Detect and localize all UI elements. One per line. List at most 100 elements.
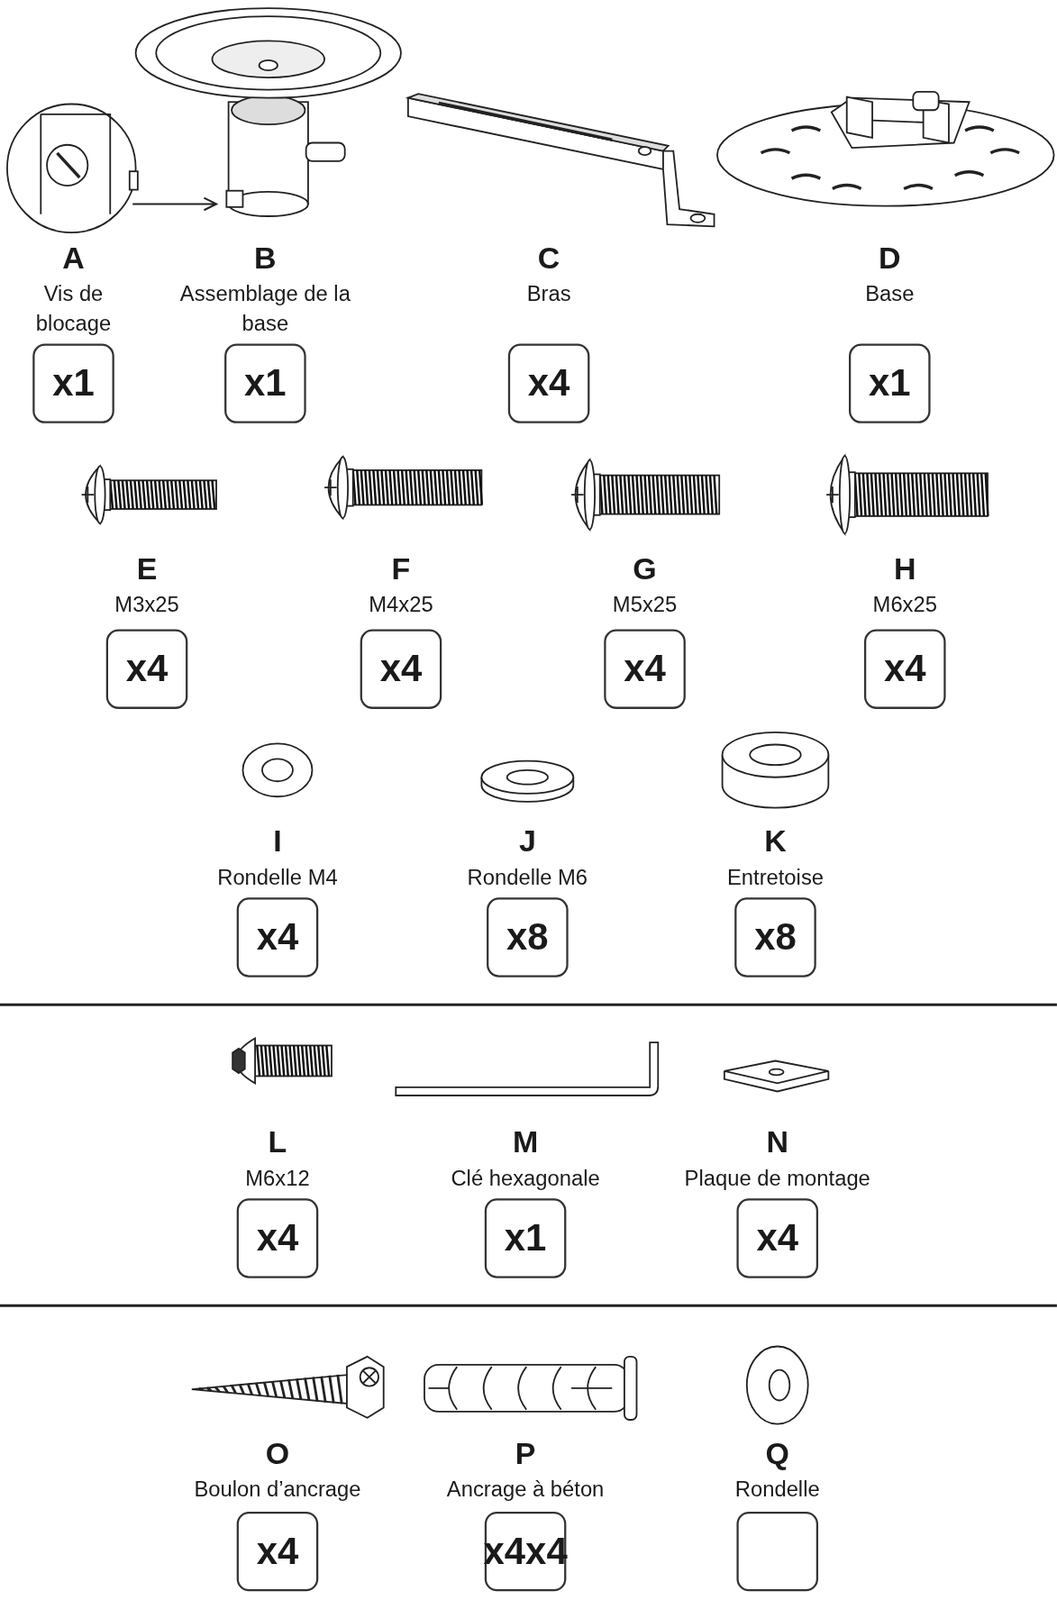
- disc-hub: [211, 40, 325, 78]
- quantity-box: x4: [236, 1512, 319, 1592]
- part-letter: A: [0, 241, 196, 274]
- quantity-box: x4: [106, 629, 189, 710]
- screw-cross: [826, 486, 839, 503]
- arm-top: [408, 93, 669, 151]
- bolt-head-cross: [363, 1371, 376, 1385]
- part-entry: LM6x12x4: [154, 1126, 401, 1290]
- quantity-box: x4: [236, 897, 319, 977]
- arm-bar: [408, 98, 664, 170]
- quantity-text: x4: [623, 647, 666, 692]
- part-letter: E: [24, 553, 270, 586]
- part-letter: D: [766, 241, 1012, 274]
- spacer-hole: [749, 745, 802, 766]
- plate-top: [724, 1060, 829, 1084]
- part-entry: FM4x25x4: [278, 553, 524, 717]
- screw-head-rim: [839, 455, 850, 534]
- quantity-box: x4: [603, 629, 686, 710]
- part-entry: M Clé hexagonale x1: [402, 1126, 648, 1290]
- plate-hole: [769, 1069, 784, 1076]
- part-name: M5x25: [532, 589, 757, 620]
- part-letter: M: [402, 1126, 648, 1159]
- washer-outer: [481, 761, 574, 794]
- part-name: Entretoise: [657, 862, 893, 893]
- base-slot: [792, 127, 821, 131]
- part-letter: B: [143, 241, 389, 274]
- thread-body: [853, 473, 988, 517]
- part-entry: DBasex1: [766, 241, 1012, 405]
- quantity-box: [736, 1512, 819, 1592]
- part-entry: IRondelle M4x4: [154, 825, 401, 989]
- part-entry: KEntretoisex8: [653, 825, 899, 989]
- quantity-text: x4: [126, 647, 169, 692]
- bolt-hex-head: [346, 1357, 384, 1419]
- part-name: Rondelle: [655, 1474, 901, 1504]
- anchor-ribs: [428, 1366, 613, 1411]
- part-letter: P: [402, 1437, 648, 1470]
- quantity-text: x8: [754, 916, 797, 960]
- hex-socket: [232, 1048, 246, 1074]
- washer: [747, 1347, 809, 1425]
- quantity-text: x4: [256, 1530, 300, 1574]
- quantity-text: x4: [256, 1217, 300, 1261]
- disc-ring: [155, 16, 381, 91]
- thread-lines: [109, 480, 215, 510]
- part-letter: L: [154, 1126, 401, 1159]
- quantity-box: x8: [734, 897, 817, 977]
- thread-body: [255, 1046, 332, 1077]
- body-top: [231, 95, 306, 125]
- part-name: Clé hexagonale: [408, 1163, 643, 1194]
- quantity-text: x4: [256, 916, 300, 960]
- part-name: Plaque de montage: [655, 1163, 901, 1194]
- bolt-head-top: [360, 1367, 379, 1386]
- top-disc: [136, 8, 401, 99]
- part-name: Boulon d’ancrage: [154, 1474, 401, 1504]
- part-name: M3x25: [34, 589, 259, 620]
- arm-bolt: [638, 146, 652, 155]
- anchor-bolt: [191, 1357, 384, 1419]
- part-letter: G: [522, 553, 768, 586]
- hex-key: [395, 1042, 658, 1096]
- quantity-box: x1: [484, 1198, 567, 1278]
- part-entry: JRondelle M6x8: [404, 825, 650, 989]
- spacer: [722, 732, 830, 809]
- screw-cross: [324, 479, 338, 496]
- thread-body: [108, 480, 217, 510]
- disc-bolt: [259, 60, 278, 71]
- part-letter: H: [782, 553, 1028, 586]
- quantity-text: x8: [506, 916, 549, 960]
- part-entry: B Assemblage de la base x1: [143, 241, 389, 405]
- part-letter: O: [154, 1437, 401, 1470]
- washer-outer: [242, 743, 312, 797]
- quantity-text: x4: [380, 647, 423, 692]
- washer-outer: [747, 1347, 809, 1425]
- tab: [129, 171, 138, 190]
- concrete-anchor: [424, 1357, 637, 1421]
- hex-screw: [232, 1038, 332, 1085]
- part-name: Vis de blocage: [22, 278, 125, 338]
- quantity-text: x4: [883, 647, 927, 692]
- screw-cross: [82, 486, 95, 503]
- foot-hole: [690, 214, 705, 223]
- thread-lines: [353, 470, 483, 505]
- thread-lines: [855, 473, 989, 517]
- part-entry: HM6x25x4: [782, 553, 1028, 717]
- part-name: Rondelle M6: [410, 862, 645, 893]
- thread-body: [350, 470, 482, 505]
- washer-m6: [481, 761, 574, 802]
- part-name: Assemblage de la base: [173, 278, 357, 338]
- base-slot: [792, 174, 821, 179]
- quantity-box: x1: [224, 344, 307, 424]
- screw-m3: [82, 465, 217, 523]
- quantity-text: x1: [868, 362, 912, 406]
- quantity-text: x1: [244, 362, 287, 406]
- base-slot: [990, 149, 1020, 154]
- spacer-top: [722, 732, 830, 778]
- lock-screw-detail: [7, 103, 217, 233]
- washer-hole: [769, 1370, 791, 1402]
- arm-slot: [438, 102, 612, 140]
- bolt-shank: [191, 1375, 347, 1404]
- washer-hole: [262, 758, 293, 782]
- part-entry: QRondelle: [655, 1437, 901, 1600]
- part-name: Rondelle M4: [160, 862, 395, 893]
- quantity-box: x4x4: [484, 1512, 567, 1592]
